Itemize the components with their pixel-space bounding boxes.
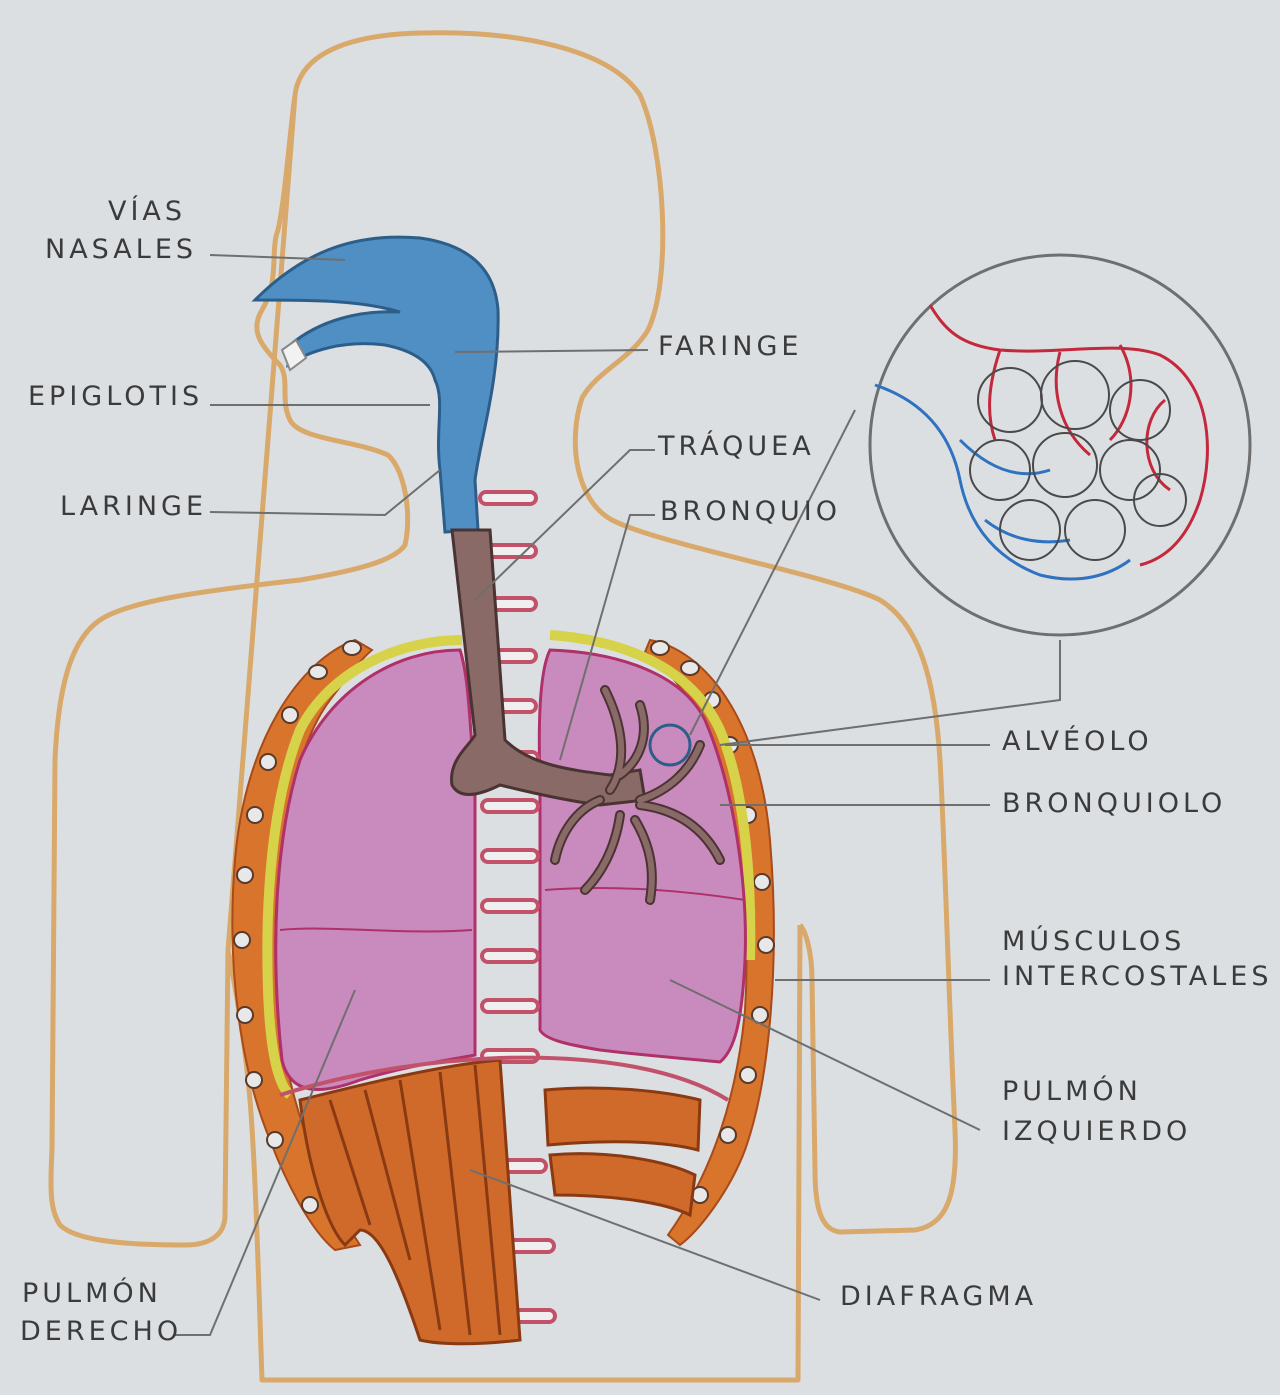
vertebra xyxy=(482,850,538,862)
vertebra xyxy=(482,900,538,912)
label-alveolo: ALVÉOLO xyxy=(1002,725,1153,757)
label-pulmon-izquierdo-1: PULMÓN xyxy=(1002,1075,1142,1107)
rib-node xyxy=(302,1197,318,1213)
rib-node xyxy=(267,1132,283,1148)
vertebra xyxy=(482,950,538,962)
rib-node xyxy=(651,641,669,655)
rib-node xyxy=(237,1007,253,1023)
label-vias: VÍAS xyxy=(108,195,186,227)
label-bronquio: BRONQUIO xyxy=(660,496,841,527)
vertebra xyxy=(480,492,536,504)
label-intercostales: INTERCOSTALES xyxy=(1002,961,1272,992)
label-faringe: FARINGE xyxy=(658,331,802,362)
label-traquea: TRÁQUEA xyxy=(657,430,815,462)
label-diafragma: DIAFRAGMA xyxy=(840,1281,1037,1312)
rib-node xyxy=(246,1072,262,1088)
label-laringe: LARINGE xyxy=(60,491,207,522)
rib-node xyxy=(309,665,327,679)
rib-node xyxy=(343,641,361,655)
label-musculos: MÚSCULOS xyxy=(1002,925,1185,957)
rib-node xyxy=(282,707,298,723)
vertebra xyxy=(482,800,538,812)
label-epiglotis: EPIGLOTIS xyxy=(28,381,203,412)
label-pulmon-izquierdo-2: IZQUIERDO xyxy=(1002,1116,1191,1147)
rib-node xyxy=(754,874,770,890)
rib-band-upper xyxy=(545,1088,700,1150)
vertebra xyxy=(482,1000,538,1012)
rib-node xyxy=(237,867,253,883)
label-pulmon-derecho-2: DERECHO xyxy=(20,1316,182,1347)
nasal-cavity xyxy=(255,237,498,532)
label-pulmon-derecho-1: PULMÓN xyxy=(22,1277,162,1309)
rib-node xyxy=(758,937,774,953)
rib-node xyxy=(260,754,276,770)
rib-node xyxy=(247,807,263,823)
rib-node xyxy=(740,1067,756,1083)
rib-band-lower xyxy=(550,1154,695,1215)
rib-node xyxy=(234,932,250,948)
rib-node xyxy=(720,1127,736,1143)
label-nasales: NASALES xyxy=(45,234,197,265)
label-bronquiolo: BRONQUIOLO xyxy=(1002,788,1226,819)
rib-node xyxy=(681,661,699,675)
